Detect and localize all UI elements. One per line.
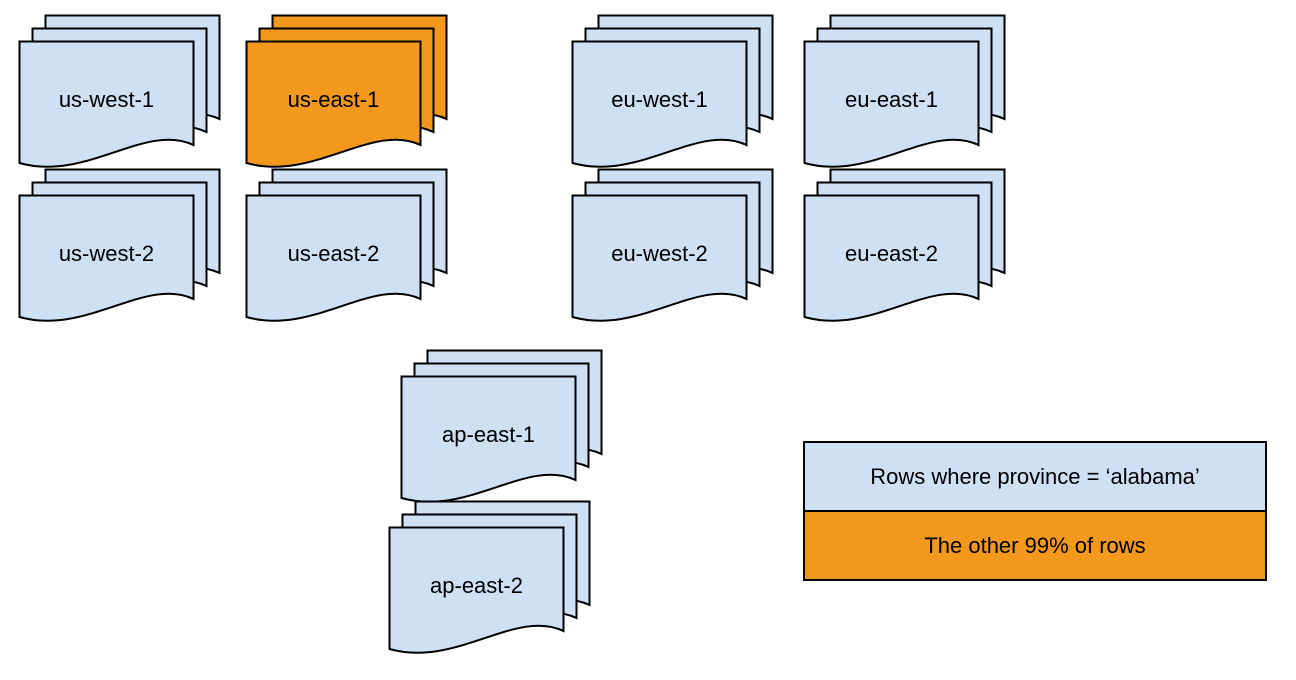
legend-item-alabama-rows: Rows where province = ‘alabama’	[805, 443, 1265, 512]
region-label: us-east-2	[287, 241, 380, 266]
stack-us-west-2: us-west-2	[18, 168, 221, 325]
legend-item-label: The other 99% of rows	[924, 532, 1146, 558]
stack-eu-west-1: eu-west-1	[571, 14, 774, 171]
region-label: eu-east-2	[845, 241, 938, 266]
stack-us-east-2: us-east-2	[245, 168, 448, 325]
legend-item-other-rows: The other 99% of rows	[805, 512, 1265, 579]
region-label: us-east-1	[287, 87, 380, 112]
stack-eu-east-2: eu-east-2	[803, 168, 1006, 325]
region-label: ap-east-2	[430, 573, 523, 598]
stack-eu-west-2: eu-west-2	[571, 168, 774, 325]
region-label: ap-east-1	[442, 422, 535, 447]
region-label: eu-west-1	[611, 87, 708, 112]
region-label: eu-east-1	[845, 87, 938, 112]
region-label: us-west-2	[58, 241, 155, 266]
legend: Rows where province = ‘alabama’ The othe…	[803, 441, 1267, 581]
stack-ap-east-1: ap-east-1	[400, 349, 603, 506]
stack-us-east-1: us-east-1	[245, 14, 448, 171]
stack-us-west-1: us-west-1	[18, 14, 221, 171]
region-label: us-west-1	[58, 87, 155, 112]
stack-ap-east-2: ap-east-2	[388, 500, 591, 657]
legend-item-label: Rows where province = ‘alabama’	[870, 463, 1200, 489]
stack-eu-east-1: eu-east-1	[803, 14, 1006, 171]
region-label: eu-west-2	[611, 241, 708, 266]
